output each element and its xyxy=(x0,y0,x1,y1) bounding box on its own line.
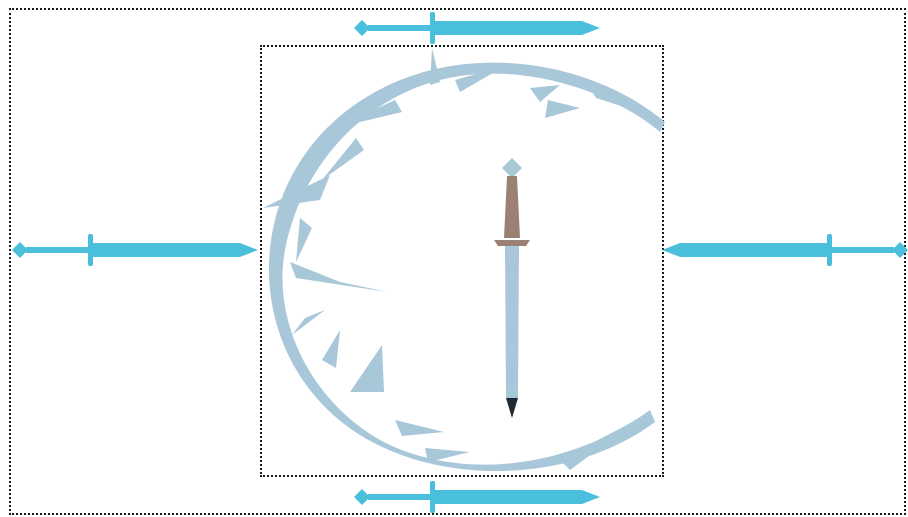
left-sword-icon[interactable] xyxy=(12,234,258,266)
bottom-sword-icon[interactable] xyxy=(354,481,600,513)
right-sword-icon[interactable] xyxy=(662,234,908,266)
thorn-ring-icon xyxy=(263,48,665,471)
top-sword-icon[interactable] xyxy=(354,12,600,44)
center-dagger-icon xyxy=(494,158,530,418)
